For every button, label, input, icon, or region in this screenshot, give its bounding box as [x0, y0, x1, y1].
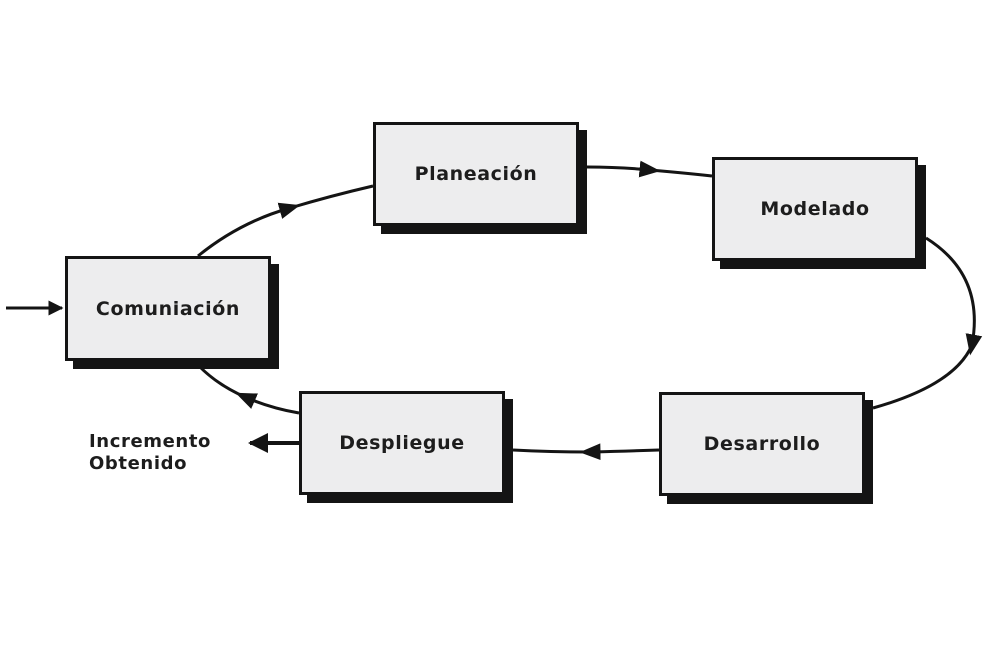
- node-modelado: Modelado: [712, 157, 918, 261]
- node-despliegue: Despliegue: [299, 391, 505, 495]
- output-label-line1: Incremento: [89, 431, 212, 452]
- node-despliegue-label: Despliegue: [339, 432, 465, 454]
- edge-planeacion-modelado-tail: [649, 168, 713, 178]
- node-desarrollo: Desarrollo: [659, 392, 865, 496]
- edge-comunicacion-planeacion: [197, 202, 301, 258]
- output-label-line2: Obtenido: [89, 453, 188, 474]
- edge-despliegue-comunicacion-tail: [198, 365, 246, 399]
- edge-modelado-desarrollo-tail: [872, 344, 974, 410]
- node-modelado-label: Modelado: [760, 198, 870, 220]
- node-desarrollo-label: Desarrollo: [703, 433, 821, 455]
- edge-modelado-desarrollo: [925, 236, 983, 356]
- edge-planeacion-modelado: [586, 160, 661, 178]
- output-label: Incremento Obtenido: [89, 431, 211, 475]
- edge-comunicacion-planeacion-tail: [289, 184, 374, 210]
- edge-desarrollo-despliegue: [579, 443, 660, 461]
- node-comunicacion: Comuniación: [65, 256, 271, 361]
- edge-desarrollo-despliegue-tail: [512, 448, 591, 454]
- edge-despliegue-comunicacion: [235, 392, 300, 415]
- node-planeacion: Planeación: [373, 122, 579, 226]
- node-planeacion-label: Planeación: [414, 163, 538, 185]
- node-comunicacion-label: Comuniación: [95, 297, 241, 320]
